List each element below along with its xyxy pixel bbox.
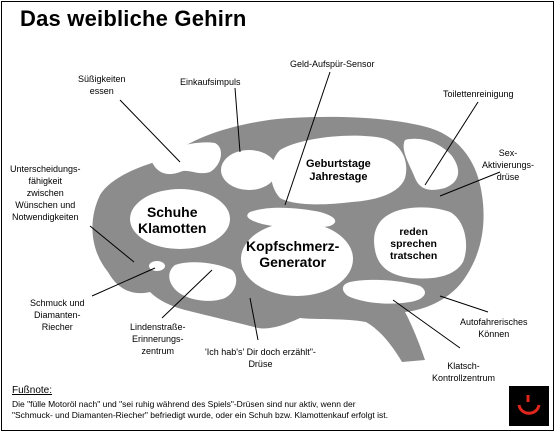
label-line: Drüse [248,359,273,369]
leader-sex [439,171,501,197]
leader-toilette [424,101,479,186]
label-line: Erinnerungs- [132,334,184,344]
label-line: Geld-Aufspür-Sensor [290,59,375,69]
region-inner-band-shape [247,207,336,229]
label-line: Unterscheidungs- [10,164,81,174]
label-line: Diamanten- [34,310,81,320]
label-line: Sex- [498,148,518,158]
label-line: zentrum [141,346,175,356]
label-line: zwischen [26,188,64,198]
region-reden-shape [374,207,467,279]
leader-ichhabs [249,297,259,341]
label-line: Autofahrerisches [460,317,528,327]
label-klatsch: Klatsch- Kontrollzentrum [432,360,495,384]
region-line: Jahrestage [309,170,368,183]
region-line: Klamotten [138,220,207,237]
leader-schmuck [91,267,156,297]
label-line: Schmuck und [30,298,85,308]
label-toilette: Toilettenreinigung [443,88,514,100]
region-upper-right-shape [403,138,459,190]
label-line: fähigkeit [28,176,63,186]
leader-lindenstrasse [161,269,213,319]
label-line: Riecher [41,322,73,332]
region-einkauf-shape [221,150,277,190]
label-autofahr: Autofahrerisches Können [460,316,528,340]
footnote-line: Die "fülle Motoröl nach" und "sei ruhig … [12,399,356,409]
leader-suessigkeiten [119,99,181,163]
region-line: Schuhe [146,204,198,220]
region-reden: reden sprechen tratschen [390,226,437,262]
region-line: Geburtstage [306,158,371,170]
region-top-left-shape [152,142,222,175]
label-line: Kontrollzentrum [432,373,496,383]
leader-unterscheidung [89,225,135,263]
region-lower-left-shape [169,262,237,301]
smiley-logo-graphic [517,395,541,415]
label-lindenstrasse: Lindenstraße- Erinnerungs- zentrum [130,321,186,357]
region-line: tratschen [390,250,438,263]
region-kopfschmerz-shape [241,222,353,296]
region-line: Generator [259,254,327,271]
label-suessigkeiten: Süßigkeiten essen [78,73,126,97]
footnote-line: "Schmuck- und Diamanten-Riecher" befried… [12,410,388,420]
leader-klatsch [392,299,461,349]
region-schuhe: Schuhe Klamotten [138,204,206,236]
region-line: Kopfschmerz- [246,238,340,254]
label-line: essen [89,86,114,96]
page-title: Das weibliche Gehirn [20,6,247,31]
label-line: Klatsch- [447,361,480,371]
label-unterscheidung: Unterscheidungs- fähigkeit zwischen Wüns… [10,163,81,223]
label-line: Wünschen und [15,200,76,210]
region-kopfschmerz: Kopfschmerz- Generator [246,238,339,270]
label-line: Notwendigkeiten [12,212,79,222]
region-lower-right-shape [342,279,425,304]
leader-autofahr [439,295,489,313]
label-line: Süßigkeiten [78,74,126,84]
leader-einkauf [234,87,241,153]
footnote-heading: Fußnote: [12,385,53,396]
label-line: Aktivierungs- [482,160,535,170]
leader-geld [284,71,331,206]
label-line: 'Ich hab's' Dir doch erzählt"- [205,347,316,357]
label-einkauf: Einkaufsimpuls [180,76,241,88]
label-line: Können [478,329,510,339]
footnote-text: Die "fülle Motoröl nach" und "sei ruhig … [12,399,502,421]
label-line: Lindenstraße- [130,322,186,332]
label-geld: Geld-Aufspür-Sensor [290,58,375,70]
region-geburtstage-shape [271,135,407,205]
region-schuhe-shape [130,189,230,249]
label-line: Einkaufsimpuls [180,77,241,87]
label-line: drüse [496,172,520,182]
region-line: reden [399,226,428,238]
label-ichhabs: 'Ich hab's' Dir doch erzählt"- Drüse [205,346,316,370]
smiley-logo-icon [509,386,549,426]
label-schmuck: Schmuck und Diamanten- Riecher [30,297,85,333]
region-geburtstage: Geburtstage Jahrestage [306,158,371,183]
region-line: sprechen [390,238,437,251]
label-line: Toilettenreinigung [443,89,514,99]
label-sex: Sex- Aktivierungs- drüse [482,147,534,183]
